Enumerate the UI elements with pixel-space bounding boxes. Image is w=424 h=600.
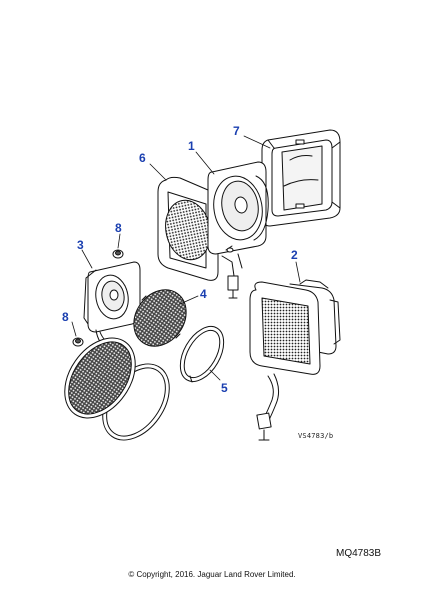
leader-lines xyxy=(71,135,301,381)
square-grille-panel xyxy=(157,176,219,281)
speaker-driver-mid xyxy=(207,161,269,299)
speaker-driver-small xyxy=(83,261,141,349)
sheet-code: MQ4783B xyxy=(336,548,382,559)
callout-6: 6 xyxy=(139,151,146,165)
callout-8-upper: 8 xyxy=(115,221,122,235)
mounting-ring-right xyxy=(179,326,225,383)
round-mesh-grille xyxy=(133,289,187,347)
callout-4: 4 xyxy=(200,287,207,301)
callout-1: 1 xyxy=(188,139,195,153)
clip-lower xyxy=(72,337,84,347)
trim-frame xyxy=(261,129,341,227)
copyright-notice: © Copyright, 2016. Jaguar Land Rover Lim… xyxy=(128,570,296,579)
callout-2: 2 xyxy=(291,248,298,262)
grille-speaker-assembly xyxy=(249,279,341,441)
drawing-reference: VS4783/b xyxy=(298,432,334,440)
large-round-grille xyxy=(64,337,136,419)
callout-8-lower: 8 xyxy=(62,310,69,324)
callout-5: 5 xyxy=(221,381,228,395)
callout-7: 7 xyxy=(233,124,240,138)
callout-3: 3 xyxy=(77,238,84,252)
clip-upper xyxy=(112,249,124,259)
